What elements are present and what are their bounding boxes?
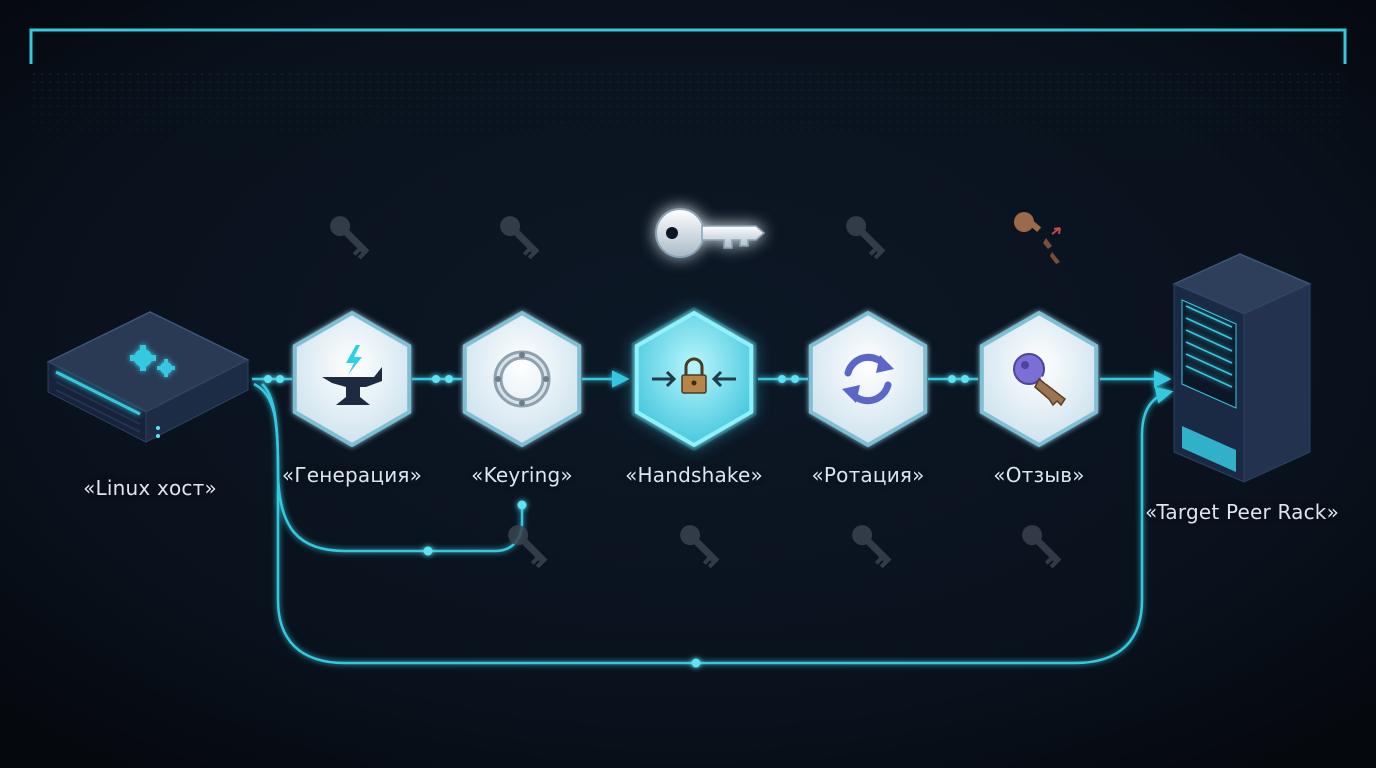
stage-hexagon <box>462 310 582 448</box>
rotate-arrows-icon <box>842 353 894 405</box>
dot-grid <box>30 70 1346 210</box>
broken-key-icon <box>1014 212 1061 264</box>
top-frame <box>29 28 1347 64</box>
faded-key-icon <box>330 216 1062 569</box>
host-label: «Linux хост» <box>83 476 217 500</box>
stage-hexagon <box>808 310 928 448</box>
target-rack-icon <box>1172 253 1312 483</box>
linux-host-server-icon <box>46 311 250 443</box>
stage-label-handshake: «Handshake» <box>625 463 763 487</box>
stage-rotation <box>808 310 928 448</box>
stage-keyring <box>462 310 582 448</box>
loop-host-target <box>261 383 1174 665</box>
stage-revocation <box>979 310 1099 448</box>
stage-label-generation: «Генерация» <box>281 463 423 487</box>
silver-key-icon <box>655 208 766 258</box>
ring-icon <box>493 350 551 408</box>
key-revoke-icon <box>1013 353 1067 407</box>
stages-group <box>292 307 1099 451</box>
stage-handshake <box>631 307 757 451</box>
stage-label-keyring: «Keyring» <box>471 463 573 487</box>
target-label: «Target Peer Rack» <box>1144 500 1340 524</box>
stage-generation <box>292 310 412 448</box>
stage-label-revocation: «Отзыв» <box>993 463 1085 487</box>
connector-dots <box>264 375 969 668</box>
padlock-arrows-icon <box>652 357 736 394</box>
stage-label-rotation: «Ротация» <box>811 463 925 487</box>
anvil-lightning-icon <box>322 345 382 405</box>
